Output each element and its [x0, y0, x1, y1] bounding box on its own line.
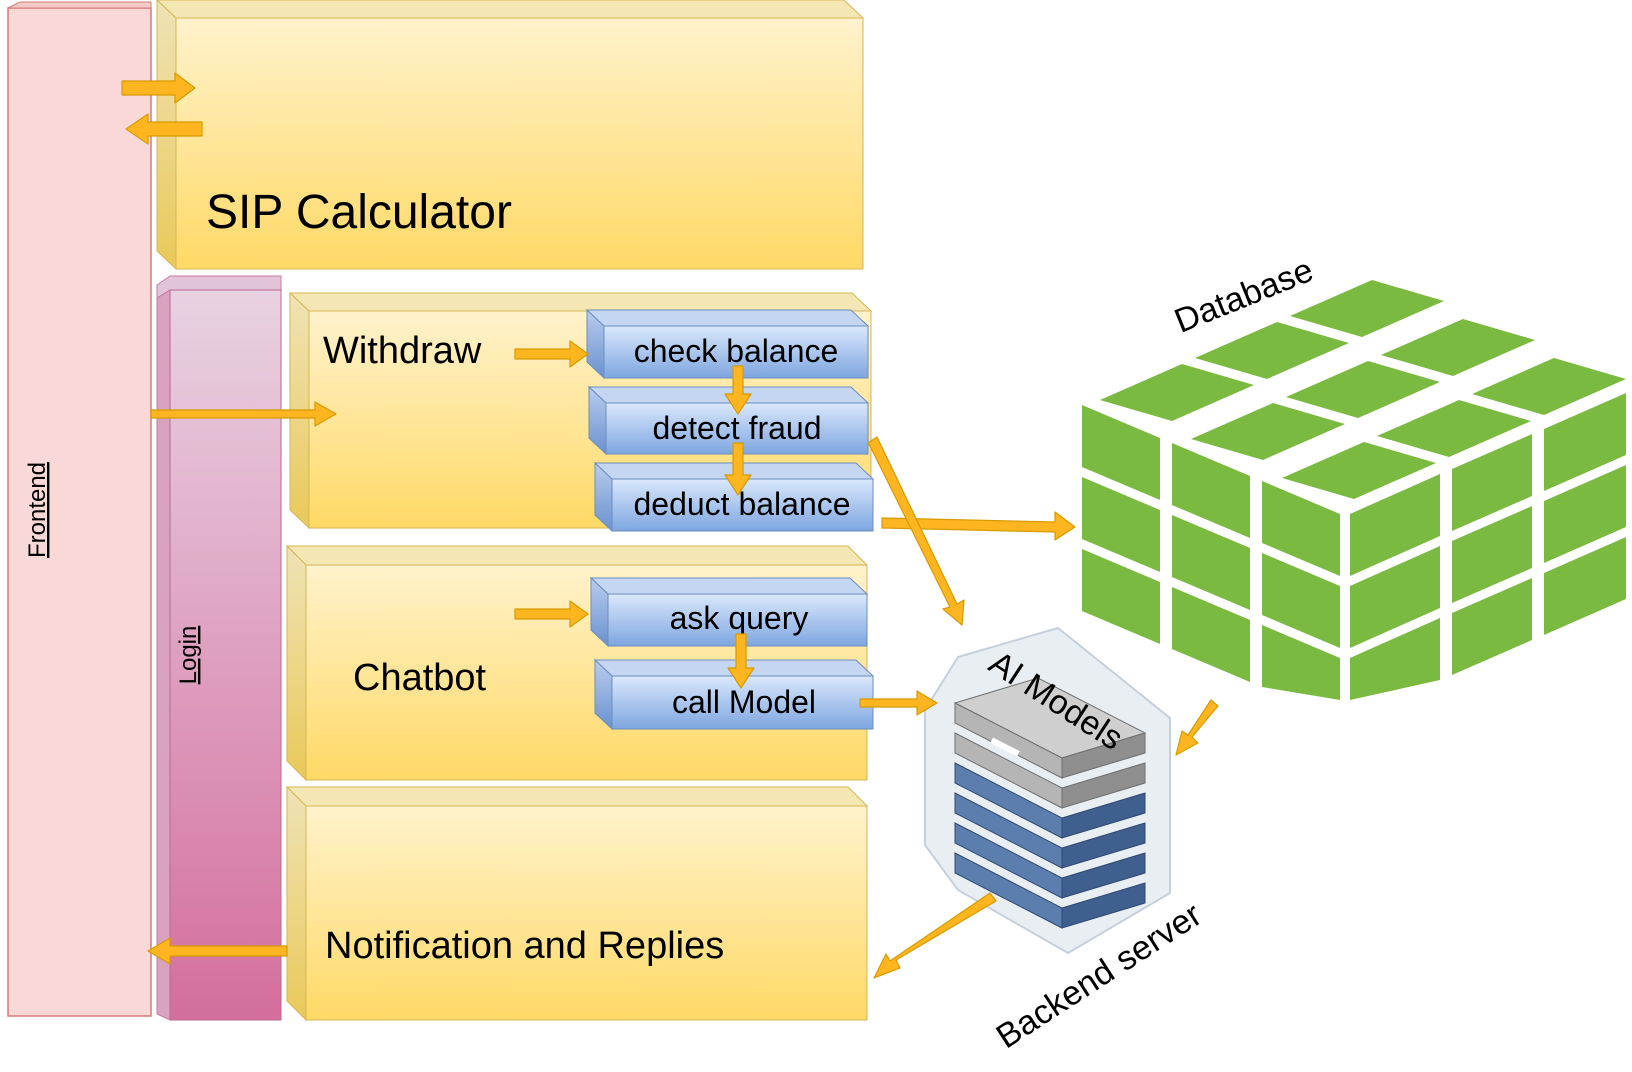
- server-stack-icon: [924, 626, 1171, 955]
- detect-fraud-label: detect fraud: [653, 410, 822, 446]
- call-model-label: call Model: [672, 684, 816, 720]
- frontend-panel: Frontend: [7, 1, 152, 1017]
- withdraw-label: Withdraw: [323, 330, 482, 372]
- sip-calculator-module: SIP Calculator: [156, 0, 865, 271]
- database-label: Database: [1169, 251, 1318, 341]
- arrow-frontend-to-sip: [121, 72, 196, 104]
- server-unit-blue-2: [954, 792, 1146, 869]
- arrow-ask-to-call: [727, 633, 755, 689]
- arrow-ai-to-notification: [873, 892, 997, 979]
- server-unit-blue-1: [954, 762, 1146, 839]
- notification-module: Notification and Replies: [285, 785, 869, 1022]
- sip-calculator-label: SIP Calculator: [206, 186, 512, 239]
- notification-label: Notification and Replies: [325, 925, 724, 967]
- frontend-label: Frontend: [24, 462, 51, 558]
- arrow-fraud-to-ai: [867, 436, 965, 626]
- login-label: Login: [175, 626, 202, 685]
- flow-arrows: [121, 72, 1219, 979]
- arrow-check-to-fraud: [724, 365, 752, 415]
- login-panel: Login: [156, 275, 282, 1021]
- deduct-balance-label: deduct balance: [633, 486, 850, 522]
- ask-query-label: ask query: [670, 600, 809, 636]
- step-deduct-balance: deduct balance: [593, 461, 875, 533]
- chatbot-label: Chatbot: [353, 657, 487, 699]
- server-unit-gray-2: [954, 732, 1146, 809]
- arrow-fraud-to-deduct: [724, 442, 752, 496]
- arrow-withdraw-to-check: [514, 340, 589, 368]
- server-unit-blue-4: [954, 852, 1146, 929]
- database-icon: [1082, 280, 1626, 700]
- arrow-chatbot-to-ask: [514, 600, 589, 628]
- step-ask-query: ask query: [589, 576, 869, 648]
- arrow-sip-to-frontend: [125, 113, 203, 145]
- arrow-call-to-ai: [859, 690, 938, 716]
- arrow-notification-to-frontend: [147, 937, 288, 965]
- server-unit-blue-3: [954, 822, 1146, 899]
- step-check-balance: check balance: [585, 308, 870, 380]
- server-unit-gray-1: [953, 677, 1147, 779]
- arrow-login-to-withdraw: [150, 401, 337, 427]
- check-balance-label: check balance: [634, 333, 839, 369]
- arrow-database-to-ai: [1175, 699, 1219, 756]
